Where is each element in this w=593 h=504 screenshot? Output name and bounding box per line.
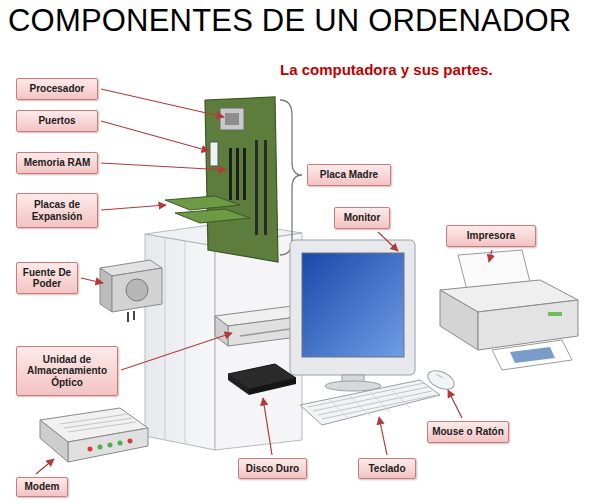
leader-lines-part [101, 89, 224, 117]
motherboard [205, 97, 278, 262]
motherboard-part [220, 108, 244, 130]
motherboard-part [236, 148, 239, 200]
part-name: Teclado [363, 463, 411, 475]
part-name: Puertos [21, 115, 93, 127]
part-label-box: Unidad de Almacenamiento Óptico [16, 346, 118, 396]
keyboard-figure-part [330, 388, 410, 420]
part-name: Disco Duro [243, 463, 302, 475]
keyboard-figure-part [300, 380, 440, 425]
modem-figure-part [108, 443, 113, 448]
monitor-figure [290, 240, 415, 391]
monitor-figure-part [302, 253, 404, 357]
modem-figure-part [118, 441, 123, 446]
power-supply-part [128, 311, 134, 322]
mouse-figure [425, 367, 457, 393]
part-name: Placas de Expansión [21, 199, 93, 222]
power-supply-part [126, 279, 148, 301]
motherboard-part [210, 142, 218, 166]
monitor-figure-part [290, 240, 415, 375]
part-label-box: Procesador [16, 78, 98, 100]
leader-lines-part [81, 278, 103, 283]
motherboard-part [205, 97, 278, 262]
leader-lines-part [379, 417, 387, 455]
part-label-box: Fuente De Poder [16, 262, 78, 294]
optical-drive-part [240, 329, 290, 336]
part-label-box: Teclado [358, 458, 416, 479]
subtitle: La computadora y sus partes. [280, 61, 493, 78]
leader-lines-part [489, 250, 492, 262]
motherboard-part [264, 140, 267, 235]
motherboard-part [255, 140, 258, 235]
leader-lines-part [101, 121, 209, 151]
part-name: Procesador [21, 83, 93, 95]
part-name: Placa Madre [312, 169, 386, 181]
power-supply-part [112, 268, 162, 312]
part-name: Mouse o Ratón [432, 426, 504, 438]
optical-drive-part [215, 316, 228, 346]
printer-figure-part [548, 312, 562, 316]
part-label-box: Modem [16, 477, 68, 497]
power-supply-part [100, 268, 112, 312]
printer-figure-part [510, 347, 555, 363]
tower-case-part [185, 241, 186, 444]
leader-lines-part [121, 333, 232, 370]
printer-figure-part [492, 340, 572, 370]
expansion-cards [165, 196, 250, 223]
modem-figure-part [128, 439, 133, 444]
motherboard-bracket [280, 100, 302, 255]
part-label-box: Placas de Expansión [16, 193, 98, 228]
part-label-box: Placa Madre [307, 164, 391, 186]
power-supply [100, 260, 162, 322]
modem-figure [40, 408, 148, 462]
modem-figure-part [88, 447, 93, 452]
leader-lines-part [378, 232, 398, 251]
leader-lines-part [101, 163, 226, 170]
part-label-box: Impresora [446, 225, 536, 247]
motherboard-part [225, 113, 239, 125]
part-label-box: Memoria RAM [16, 152, 98, 174]
modem-figure-part [40, 420, 68, 462]
leader-lines-part [263, 398, 272, 455]
leader-lines [36, 89, 492, 474]
motherboard-part [229, 148, 232, 200]
part-name: Memoria RAM [21, 157, 93, 169]
mouse-figure-part [436, 374, 443, 378]
expansion-cards-part [165, 196, 240, 210]
tower-case-part [165, 238, 166, 440]
hard-disk [228, 364, 296, 395]
part-name: Modem [21, 481, 63, 493]
keyboard-figure-part [308, 383, 436, 419]
hard-disk-part [228, 374, 249, 395]
mouse-figure-part [425, 367, 457, 393]
part-name: Fuente De Poder [21, 267, 73, 290]
modem-figure-part [60, 414, 136, 432]
motherboard-part [243, 148, 246, 200]
part-label-box: Mouse o Ratón [427, 421, 509, 443]
printer-figure [440, 250, 578, 370]
part-name: Impresora [451, 230, 531, 242]
part-label-box: Monitor [334, 207, 390, 229]
leader-lines-part [101, 205, 166, 210]
title: COMPONENTES DE UN ORDENADOR [8, 3, 571, 39]
part-label-box: Disco Duro [238, 458, 307, 479]
keyboard-figure [300, 380, 440, 425]
part-name: Monitor [339, 212, 385, 224]
modem-figure-part [98, 445, 103, 450]
part-name: Unidad de Almacenamiento Óptico [21, 354, 113, 389]
modem-figure-part [68, 428, 148, 462]
leader-lines-part [448, 390, 462, 418]
expansion-cards-part [175, 209, 250, 223]
part-label-box: Puertos [16, 110, 98, 132]
printer-figure-part [440, 290, 478, 350]
leader-lines-part [36, 459, 54, 474]
hard-disk-part [249, 378, 296, 395]
